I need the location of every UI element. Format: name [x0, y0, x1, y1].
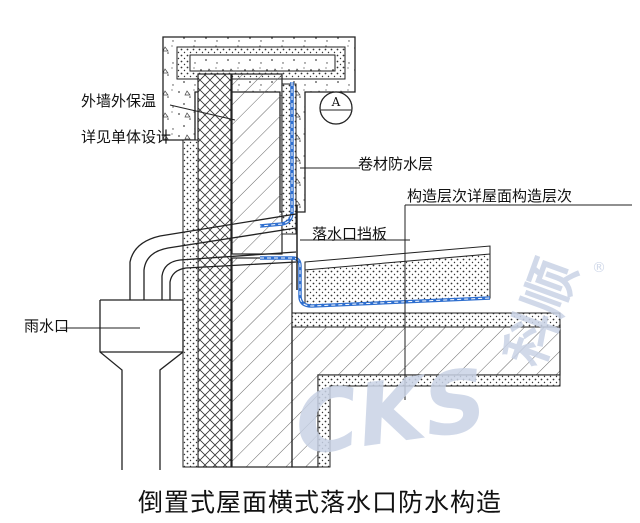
label-rain-outlet: 雨水口 [24, 317, 70, 335]
roof-protection-layer [304, 245, 491, 271]
label-see-unit-design: 详见单体设计 [81, 128, 172, 146]
outer-render-layer [182, 139, 199, 468]
diagram-caption: 倒置式屋面横式落水口防水构造 [137, 488, 502, 517]
detail-marker-letter: A [331, 95, 341, 109]
parapet-inner-plaster [281, 83, 297, 235]
rain-outlet-hopper [99, 299, 184, 470]
detail-marker-circle [319, 91, 353, 125]
waterproof-membrane [259, 82, 491, 308]
label-membrane-waterproof: 卷材防水层 [358, 155, 434, 173]
lower-wall [231, 257, 293, 468]
label-outer-insulation: 外墙外保温 [81, 92, 157, 110]
section-drawing: A CKS 科顺 ® [60, 36, 632, 476]
slab-screed [291, 312, 561, 328]
watermark-brand-text: 科顺 [493, 251, 589, 374]
ceiling-plaster [317, 374, 561, 468]
parapet-core-wall [231, 73, 283, 255]
label-structure-layers: 构造层次详屋面构造层次 [407, 187, 573, 205]
outer-insulation-layer [197, 73, 232, 468]
label-outlet-baffle: 落水口挡板 [312, 225, 388, 243]
outlet-pipe [129, 213, 297, 300]
watermark-registered-mark: ® [592, 260, 606, 276]
